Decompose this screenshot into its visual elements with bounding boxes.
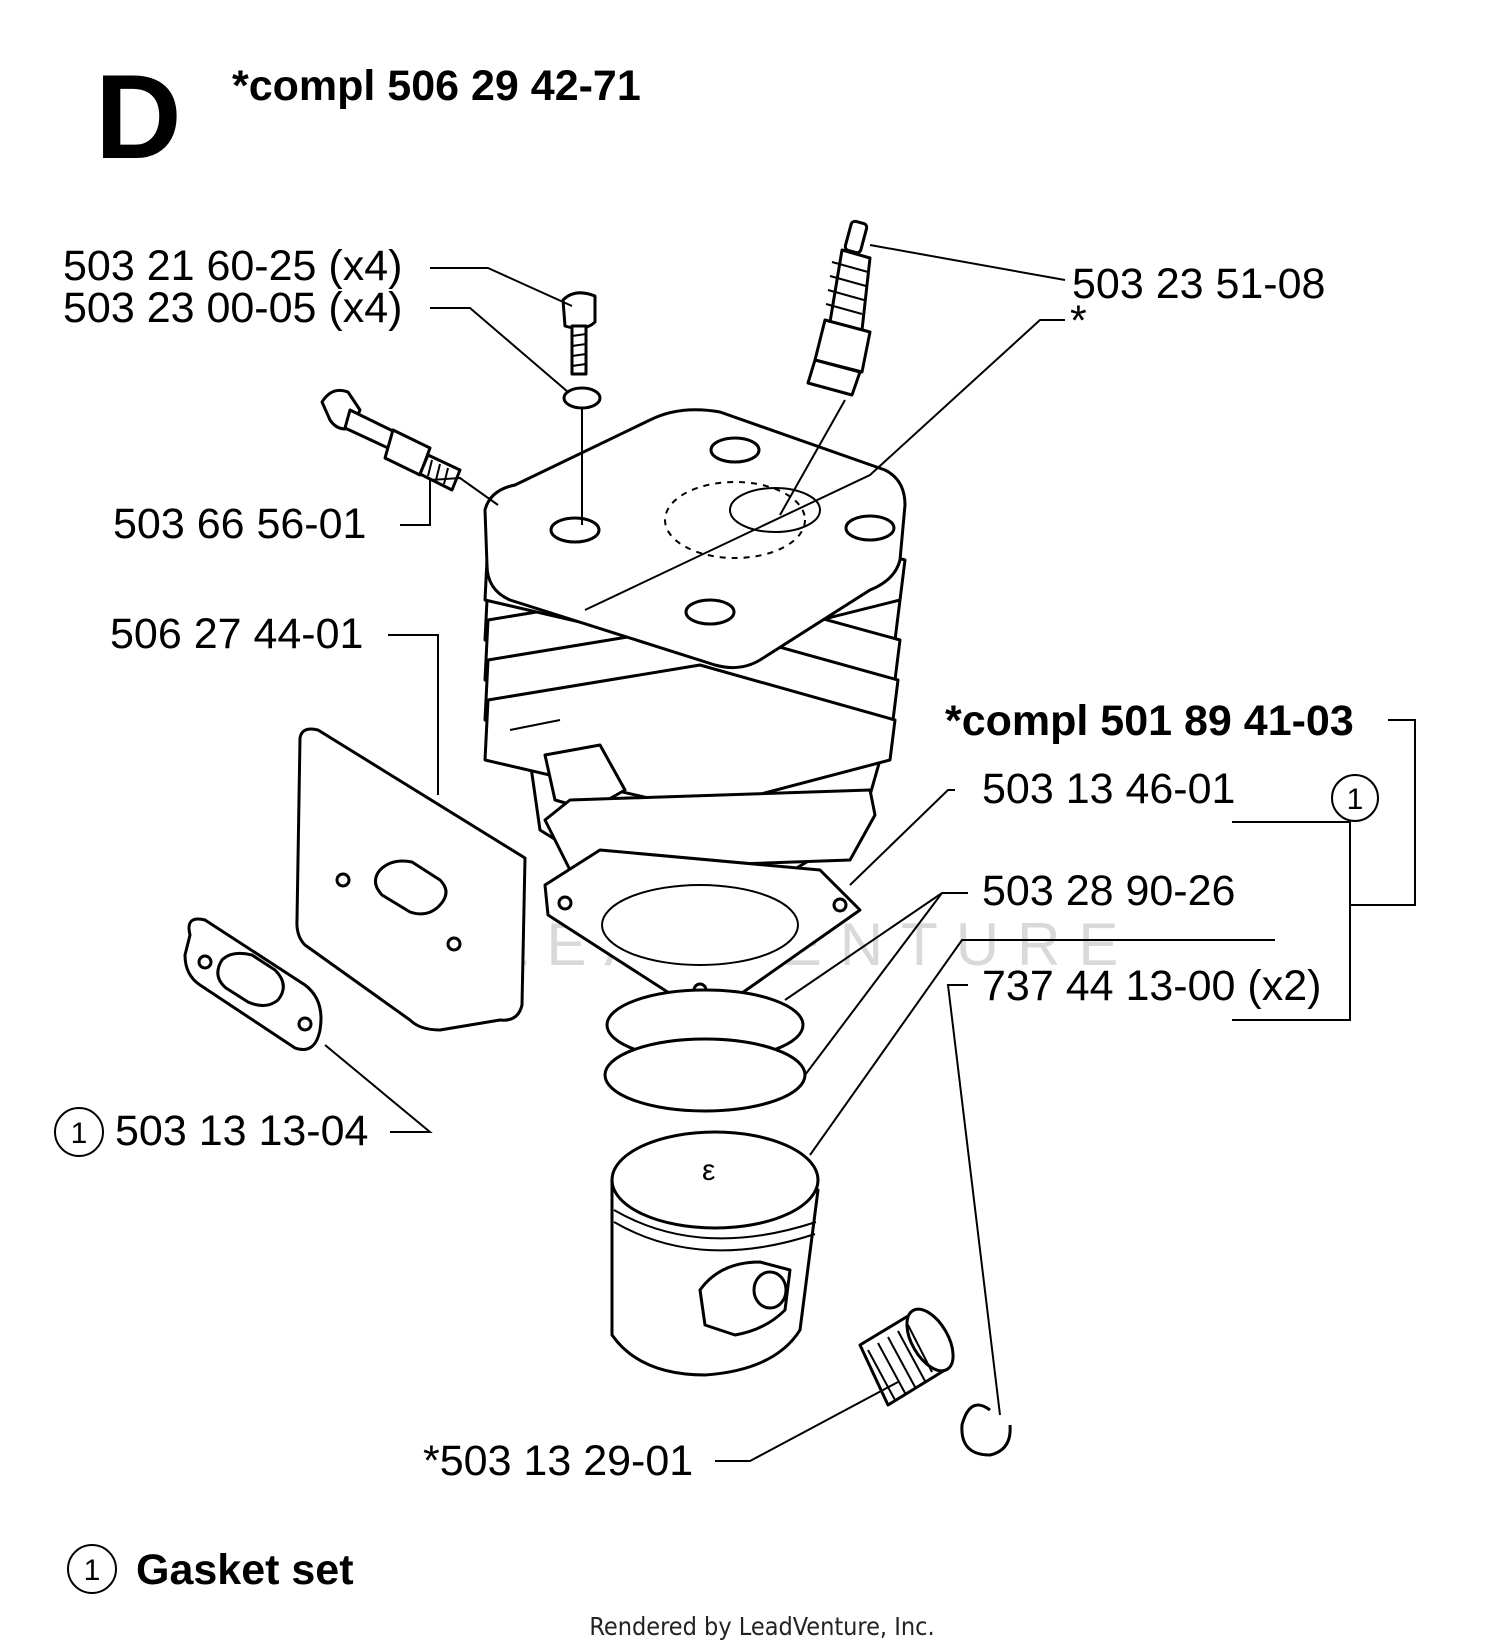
footer-credit: Rendered by LeadVenture, Inc. (589, 1612, 934, 1641)
cylinder-gasket-illustration[interactable] (543, 848, 862, 1007)
callout-washer: 503 23 00-05 (x4) (63, 284, 402, 332)
callout-needle-bearing: *503 13 29-01 (423, 1437, 693, 1485)
heat-shield-illustration[interactable] (295, 727, 527, 1032)
washer-illustration[interactable] (562, 386, 602, 410)
decompression-valve-illustration[interactable] (320, 388, 462, 492)
legend-ref: 1 (84, 1554, 101, 1587)
callout-screw: 503 21 60-25 (x4) (63, 242, 402, 290)
callout-gasket-kit-assembly: *compl 501 89 41-03 (945, 697, 1354, 745)
legend-label: Gasket set (136, 1546, 354, 1594)
callout-piston-rings: 503 28 90-26 (982, 867, 1235, 915)
callout-circlip: 737 44 13-00 (x2) (982, 962, 1321, 1010)
callout-cylinder-gasket: 503 13 46-01 (982, 765, 1235, 813)
circlip-illustration[interactable] (960, 1403, 1012, 1457)
leader-lines (324, 244, 1416, 1462)
callout-heat-shield: 506 27 44-01 (110, 610, 363, 658)
legend-ref-circle (67, 1544, 117, 1594)
needle-bearing-illustration[interactable] (858, 1302, 963, 1407)
piston-ring-lower-illustration[interactable] (603, 1037, 807, 1113)
intake-gasket-ref: 1 (71, 1117, 88, 1150)
piston-illustration[interactable]: ε (610, 1130, 820, 1377)
intake-gasket-illustration[interactable] (183, 917, 323, 1051)
screw-illustration[interactable] (561, 291, 597, 376)
cylinder-illustration[interactable] (483, 408, 907, 892)
callout-cylinder-star: * (1070, 297, 1087, 345)
callout-intake-gasket: 503 13 13-04 (115, 1107, 368, 1155)
section-letter: D (95, 50, 182, 184)
intake-gasket-ref-circle (54, 1107, 104, 1157)
spark-plug-illustration[interactable] (806, 219, 872, 397)
gasket-kit-ref: 1 (1347, 783, 1364, 816)
callout-spark-plug: 503 23 51-08 (1072, 260, 1325, 308)
assembly-title: *compl 506 29 42-71 (232, 62, 641, 110)
callout-decompression-valve: 503 66 56-01 (113, 500, 366, 548)
gasket-kit-ref-circle (1331, 774, 1379, 822)
svg-text:ε: ε (702, 1154, 715, 1187)
